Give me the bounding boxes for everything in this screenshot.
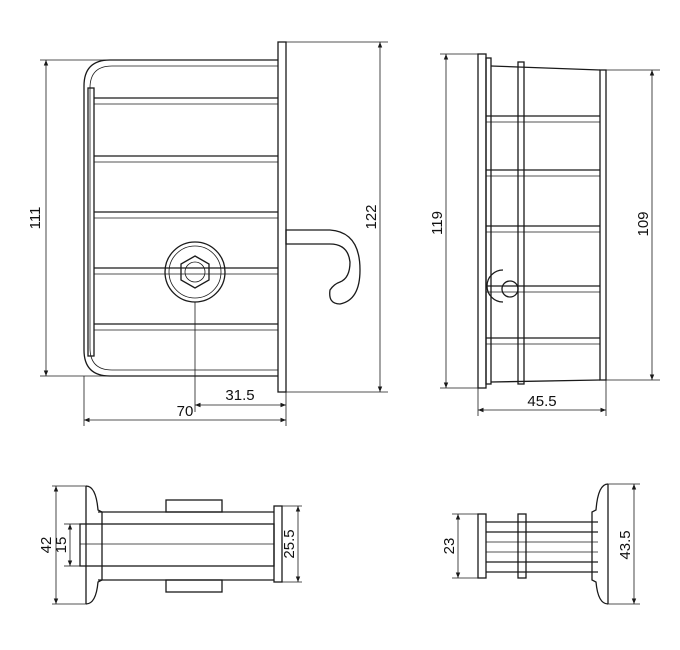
side-view: 119 109 45.5 bbox=[429, 53, 660, 416]
bottom-left-view: 42 15 25.5 bbox=[38, 485, 302, 605]
dim-31-5: 31.5 bbox=[225, 387, 254, 404]
dim-15: 15 bbox=[53, 537, 70, 554]
hook bbox=[285, 229, 361, 305]
front-rails bbox=[94, 97, 278, 331]
dim-109: 109 bbox=[635, 211, 652, 236]
hex-bolt-icon bbox=[164, 241, 226, 303]
dim-119: 119 bbox=[429, 211, 446, 235]
dim-42: 42 bbox=[38, 537, 55, 554]
side-boss bbox=[486, 269, 519, 303]
dim-45-5: 45.5 bbox=[527, 393, 556, 410]
front-view: 111 122 31.5 70 bbox=[27, 41, 388, 426]
dim-122: 122 bbox=[363, 204, 380, 229]
dim-111: 111 bbox=[27, 207, 44, 230]
dim-43-5: 43.5 bbox=[617, 530, 634, 559]
dim-23: 23 bbox=[441, 538, 458, 555]
dim-70: 70 bbox=[177, 403, 194, 420]
dim-25-5: 25.5 bbox=[281, 529, 298, 558]
side-rails bbox=[486, 115, 600, 345]
bottom-right-view: 23 43.5 bbox=[441, 483, 640, 605]
